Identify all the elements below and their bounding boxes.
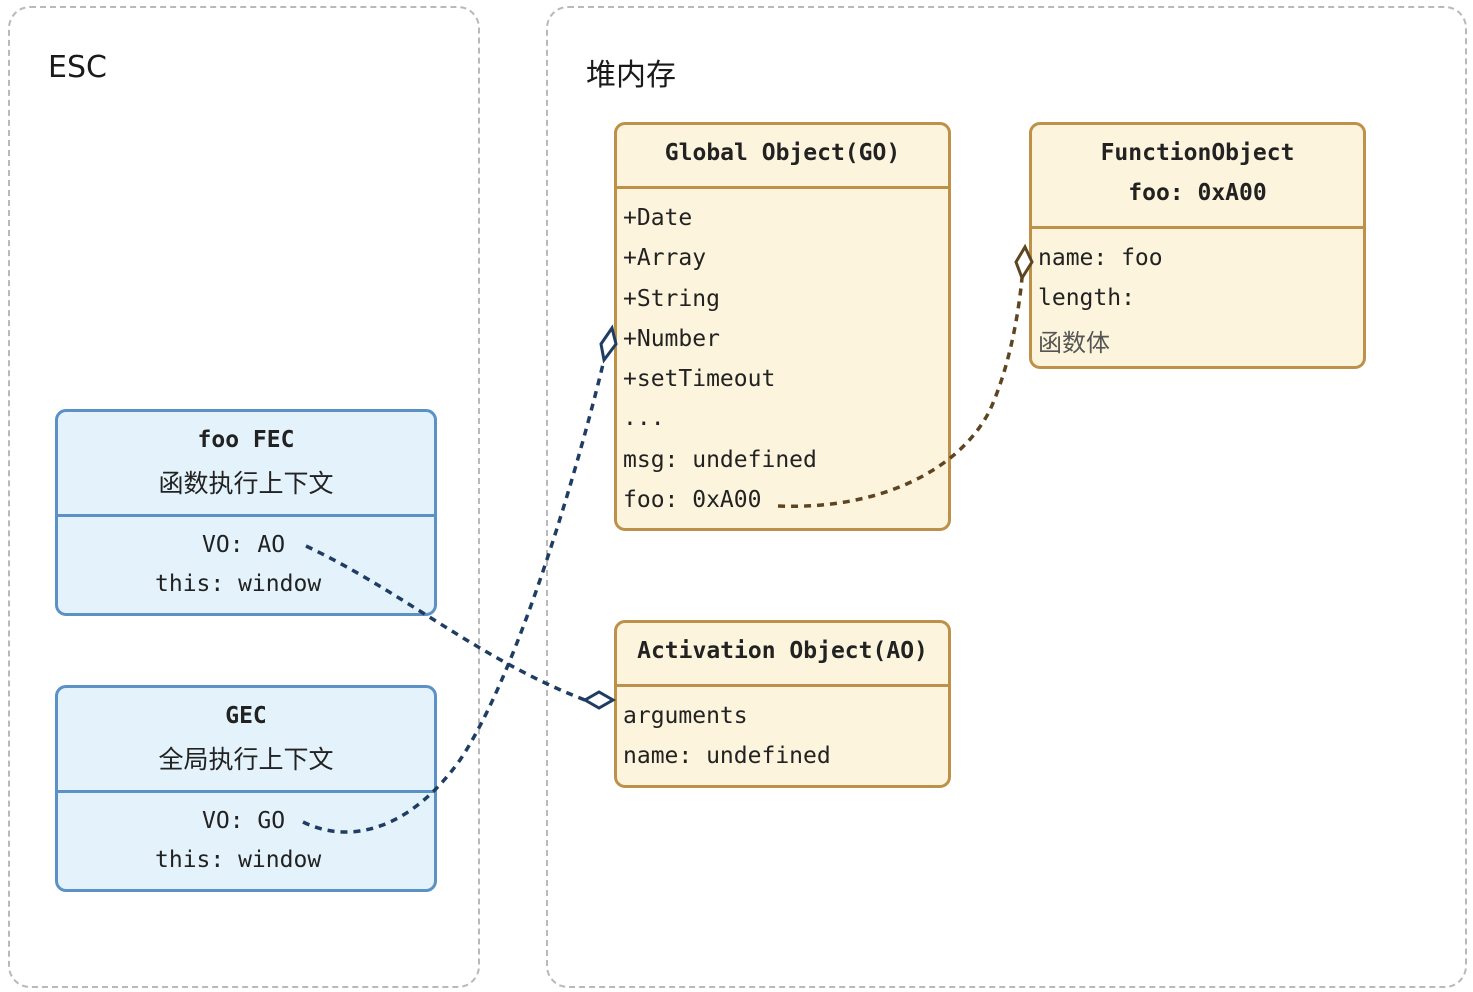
global-object-title: Global Object(GO) — [664, 140, 901, 166]
go-member-date: +Date — [623, 205, 693, 231]
global-object-header: Global Object(GO) — [617, 125, 948, 189]
go-member-ellipsis: ... — [623, 405, 665, 431]
activation-object-box: Activation Object(AO) arguments name: un… — [614, 620, 951, 788]
global-object-box: Global Object(GO) +Date +Array +String +… — [614, 122, 951, 531]
go-member-msg: msg: undefined — [623, 447, 817, 473]
activation-object-title: Activation Object(AO) — [637, 638, 928, 664]
foo-fec-vo-line: VO: AO — [202, 532, 286, 558]
foo-fec-title: foo FEC — [197, 427, 295, 453]
foo-fec-header: foo FEC 函数执行上下文 — [58, 412, 434, 517]
gec-title: GEC — [225, 703, 267, 729]
fo-member-name: name: foo — [1038, 245, 1163, 271]
function-object-box: FunctionObject foo: 0xA00 name: foo leng… — [1029, 122, 1366, 369]
function-object-address: foo: 0xA00 — [1128, 180, 1267, 206]
go-member-foo: foo: 0xA00 — [623, 487, 762, 513]
gec-box: GEC 全局执行上下文 VO: GO this: window — [55, 685, 437, 892]
fo-member-body: 函数体 — [1038, 329, 1110, 357]
heap-region-title: 堆内存 — [586, 58, 676, 93]
gec-subtitle: 全局执行上下文 — [158, 745, 334, 774]
go-member-string: +String — [623, 286, 720, 312]
go-member-settimeout: +setTimeout — [623, 366, 776, 392]
activation-object-header: Activation Object(AO) — [617, 623, 948, 687]
esc-region-title: ESC — [48, 50, 107, 85]
foo-fec-subtitle: 函数执行上下文 — [158, 469, 334, 498]
foo-fec-this-line: this: window — [155, 571, 322, 597]
gec-header: GEC 全局执行上下文 — [58, 688, 434, 793]
function-object-title: FunctionObject — [1100, 140, 1295, 166]
gec-this-line: this: window — [155, 847, 322, 873]
foo-fec-box: foo FEC 函数执行上下文 VO: AO this: window — [55, 409, 437, 616]
go-member-number: +Number — [623, 326, 720, 352]
fo-member-length: length: — [1038, 285, 1135, 311]
function-object-header: FunctionObject foo: 0xA00 — [1032, 125, 1363, 229]
go-member-array: +Array — [623, 245, 707, 271]
gec-vo-line: VO: GO — [202, 808, 286, 834]
ao-member-arguments: arguments — [623, 703, 748, 729]
ao-member-name: name: undefined — [623, 743, 831, 769]
